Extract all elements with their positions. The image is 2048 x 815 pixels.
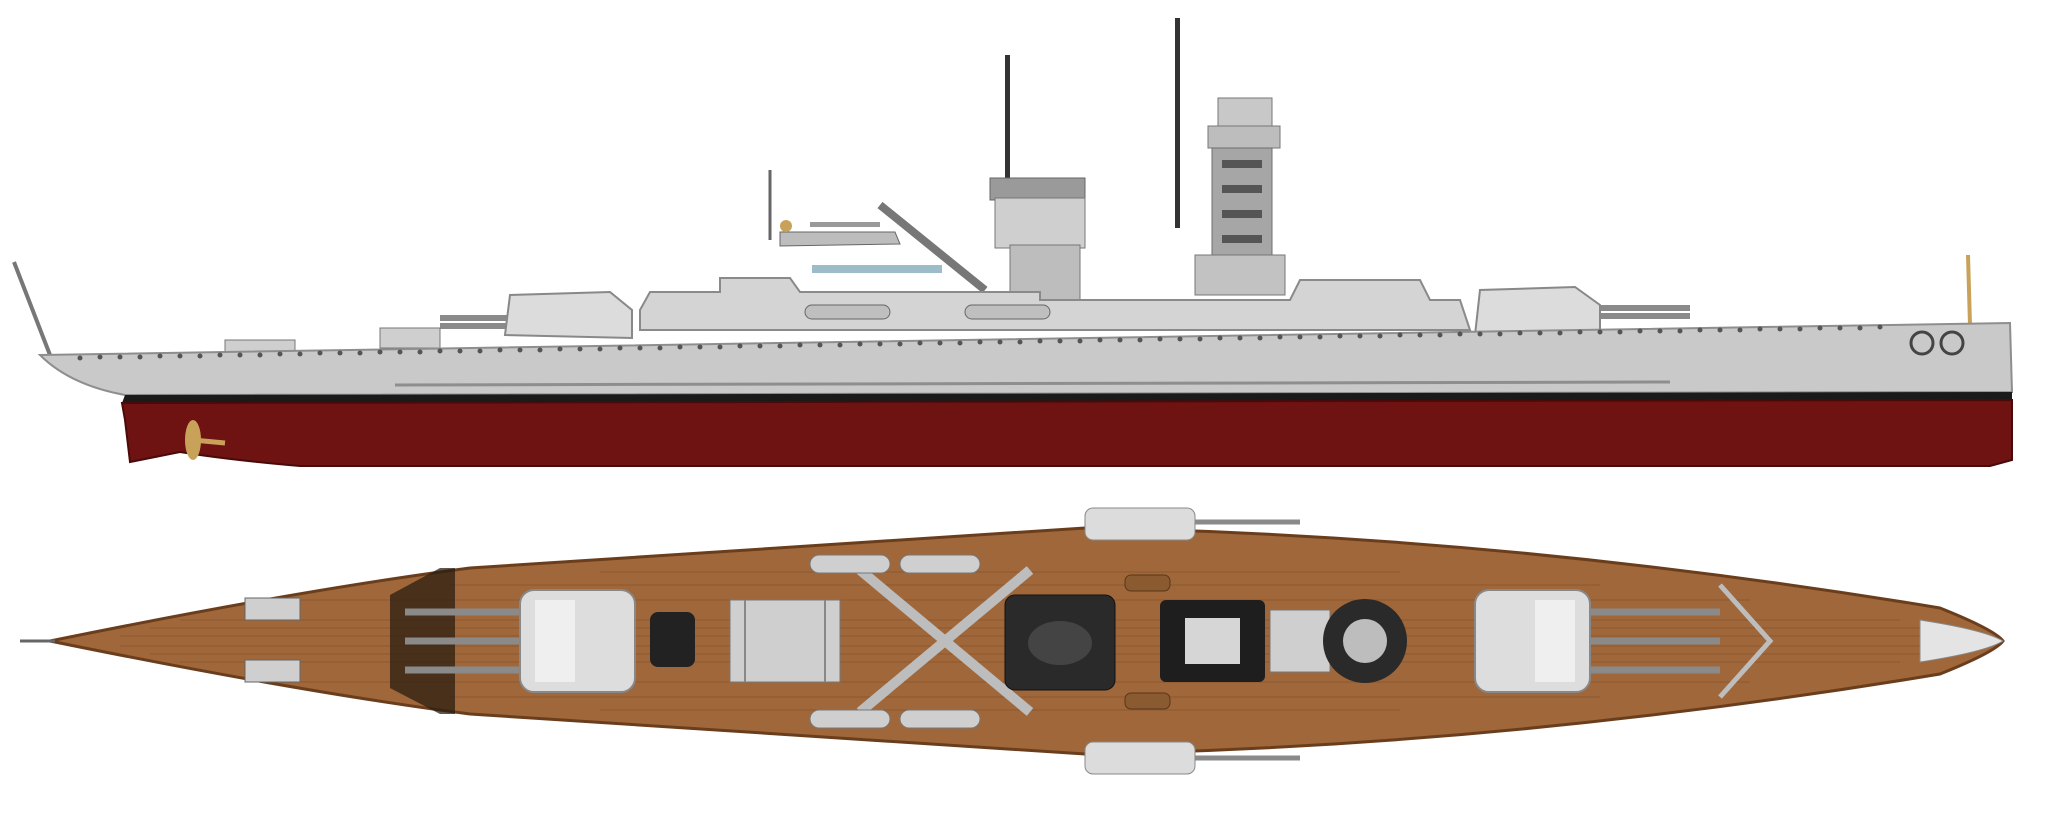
beam-turret-top [1084, 507, 1300, 541]
bow-flagstaff [12, 261, 52, 356]
seaplane [779, 220, 942, 273]
fore-mast [1175, 18, 1180, 228]
portholes [77, 324, 1883, 361]
stern-fitting-2 [244, 659, 301, 683]
propeller [185, 420, 226, 460]
crane-arm [877, 201, 988, 294]
aft-turret-profile [440, 290, 633, 340]
belt-line [394, 380, 1671, 387]
side-profile-view [12, 18, 2014, 467]
stern-fitting-1 [244, 597, 301, 621]
fore-turret-plan [1474, 589, 1720, 693]
boat-1 [804, 304, 891, 320]
anchor-2 [1939, 330, 1965, 356]
funnel-and-bridge [989, 177, 1086, 306]
fore-turret-profile [1473, 285, 1690, 340]
midships-plan [650, 554, 1407, 729]
aft-gun-mount [379, 327, 441, 349]
fore-tower [1194, 97, 1286, 296]
anchor-1 [1909, 330, 1935, 356]
beam-turret-bottom [1084, 741, 1300, 775]
stern-flagstaff [1966, 254, 1972, 326]
top-plan-view [20, 507, 2005, 775]
bow-tip [1919, 619, 2004, 663]
aft-turret-plan [405, 589, 636, 693]
main-mast [1005, 55, 1010, 190]
hull-red-bottom [120, 398, 2013, 467]
boat-2 [964, 304, 1051, 320]
breakwater [1718, 583, 1774, 699]
